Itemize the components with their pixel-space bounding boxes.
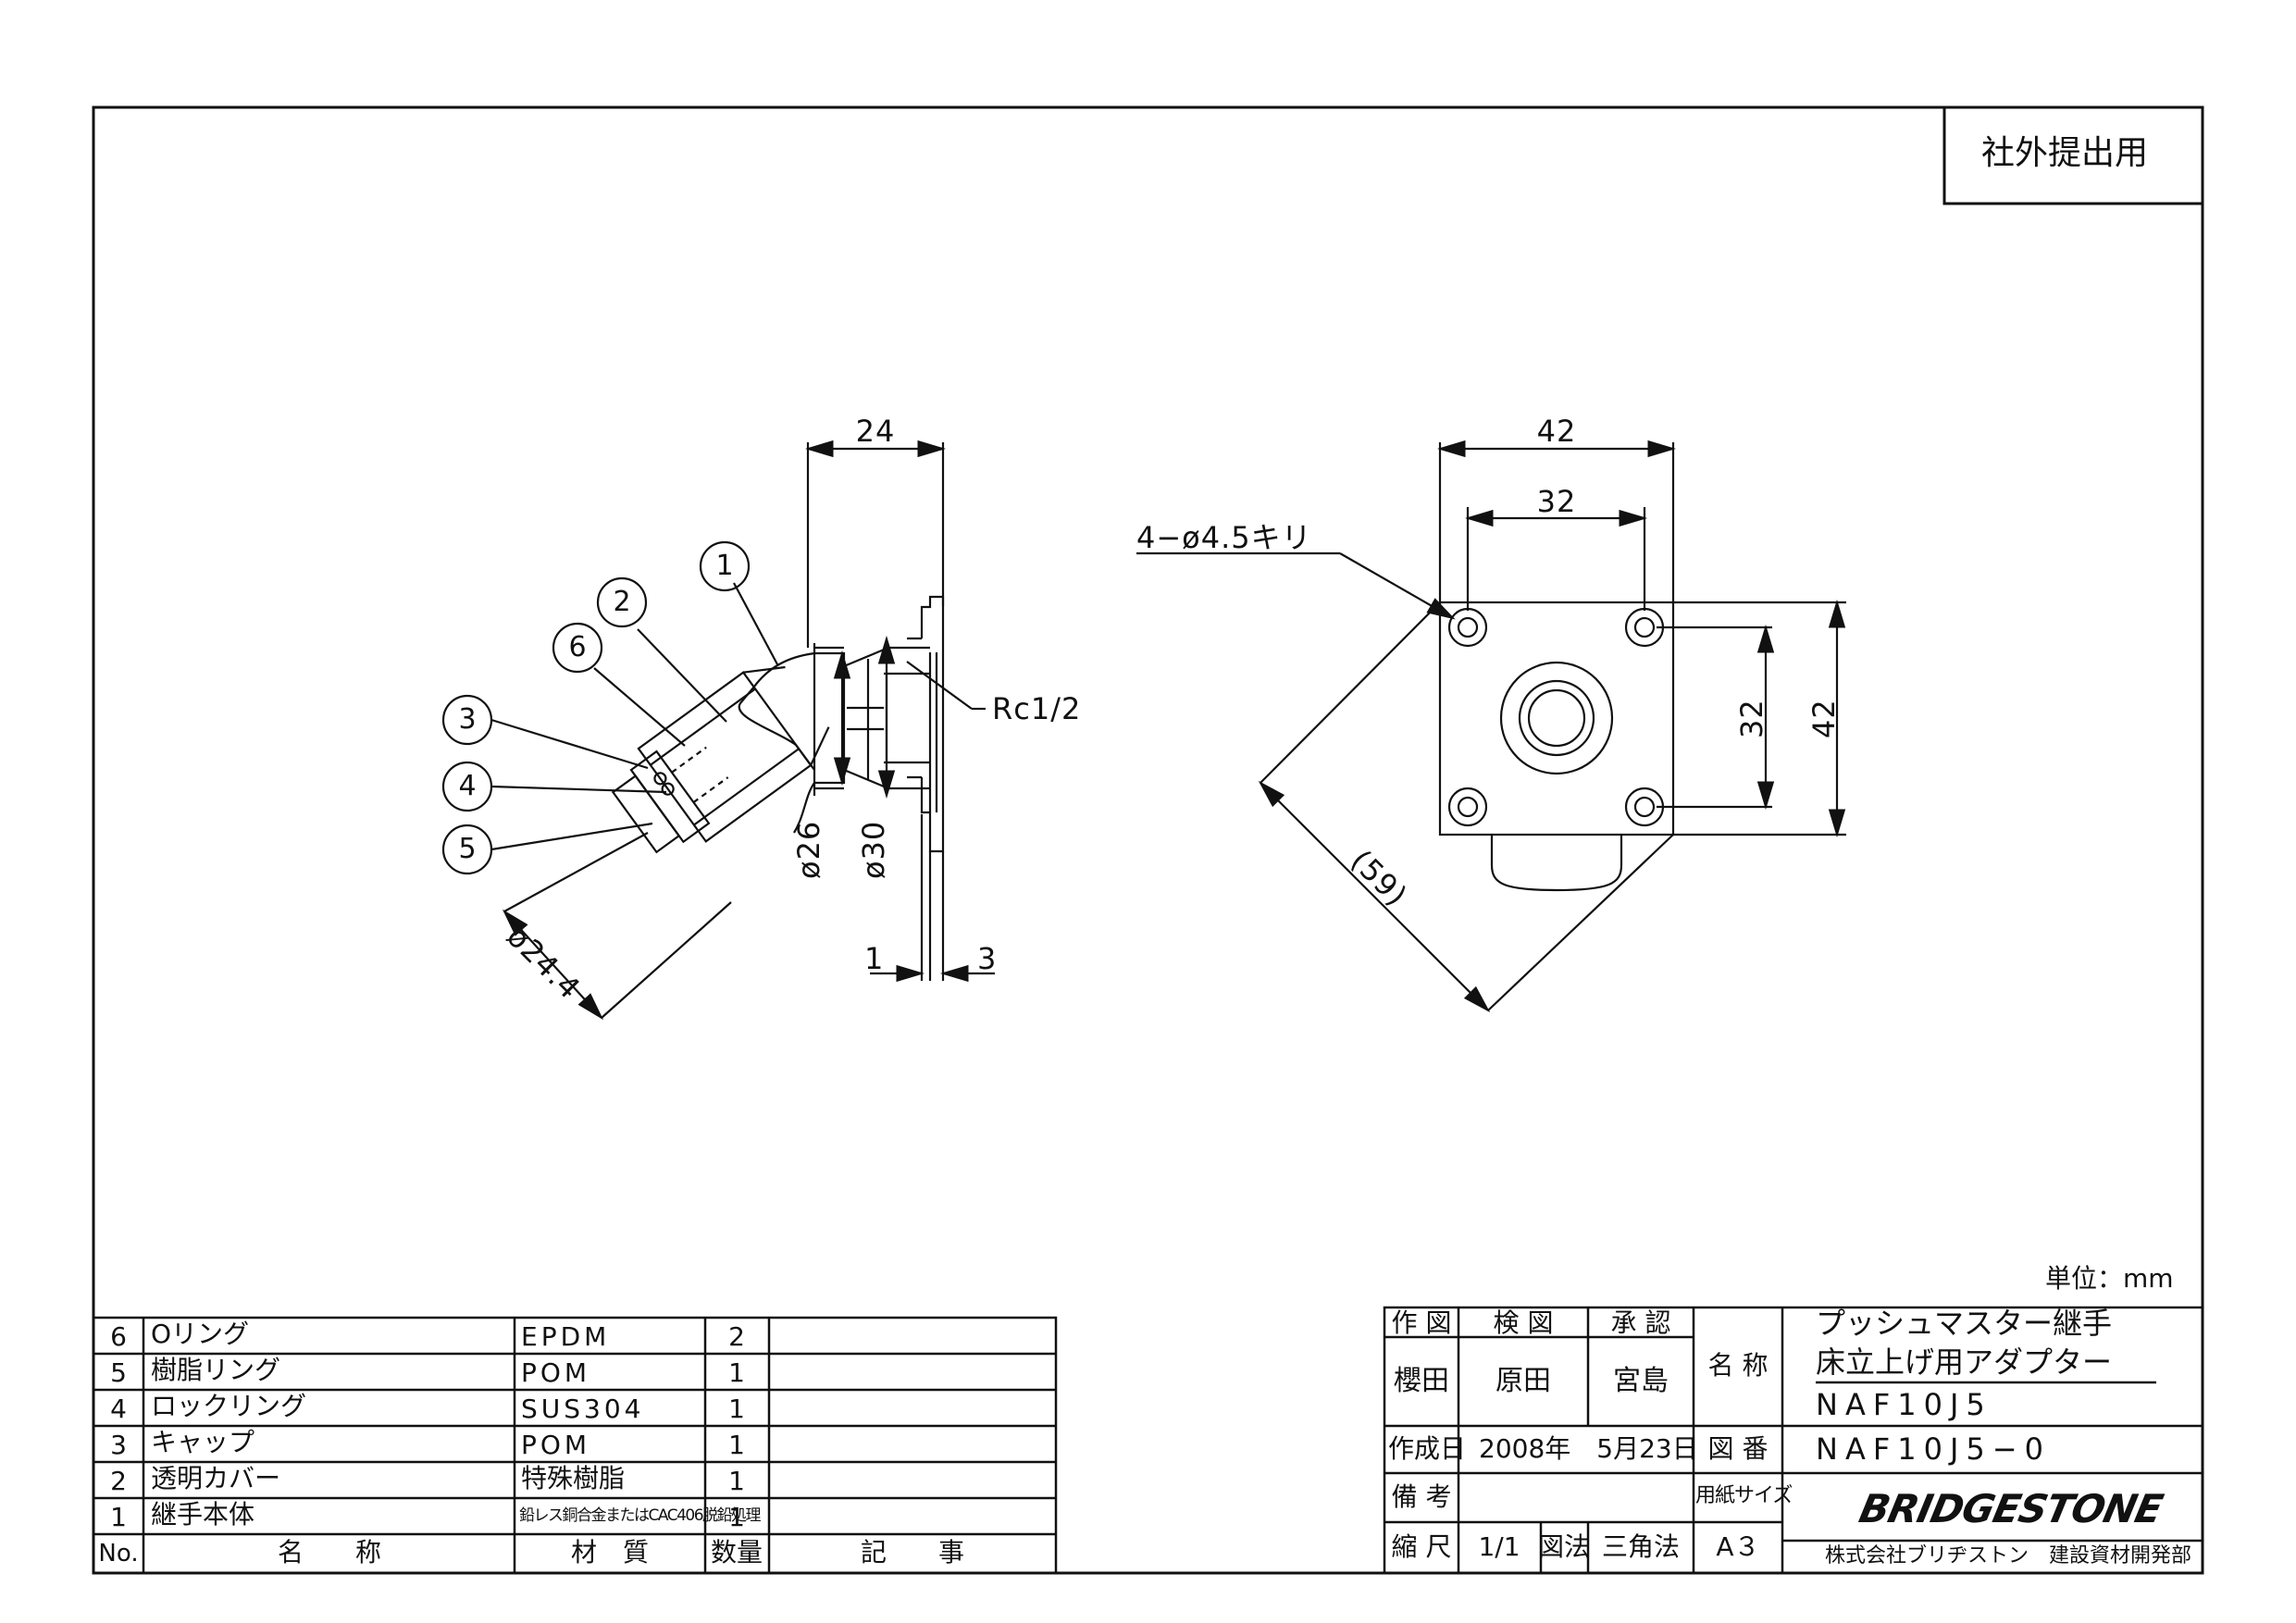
front-view bbox=[1136, 440, 1846, 1013]
date-value: 2008年 5月23日 bbox=[1479, 1433, 1698, 1464]
table-header-no: No. bbox=[98, 1540, 139, 1567]
table-row-material: 鉛レス銅合金またはCAC406脱鉛処理 bbox=[519, 1506, 762, 1525]
side-view bbox=[441, 440, 995, 1021]
company-name: 株式会社ブリヂストン 建設資材開発部 bbox=[1825, 1544, 2192, 1567]
product-code: NAF10J5 bbox=[1816, 1387, 1992, 1422]
stamp-box bbox=[1942, 105, 2204, 205]
table-row-qty: 1 bbox=[728, 1502, 745, 1532]
balloon-4: 4 bbox=[458, 770, 477, 802]
table-row-name: 透明カバー bbox=[151, 1463, 281, 1493]
table-header-note: 記 事 bbox=[860, 1537, 965, 1567]
table-row-qty: 1 bbox=[728, 1466, 745, 1496]
made-label: 作 図 bbox=[1391, 1307, 1452, 1338]
table-row-name: 継手本体 bbox=[151, 1499, 255, 1530]
table-row-no: 2 bbox=[110, 1466, 127, 1496]
paper-label: 用紙サイズ bbox=[1695, 1484, 1793, 1507]
table-row-qty: 2 bbox=[728, 1321, 745, 1352]
dim-32-top: 32 bbox=[1536, 484, 1577, 519]
scale-label: 縮 尺 bbox=[1391, 1531, 1452, 1562]
unit-label: 単位：mm bbox=[2045, 1263, 2174, 1294]
approved-by: 宮島 bbox=[1613, 1365, 1669, 1397]
name-label: 名 称 bbox=[1707, 1350, 1769, 1381]
dim-24: 24 bbox=[855, 414, 896, 449]
drawing-border bbox=[92, 105, 2204, 1575]
balloon-3: 3 bbox=[458, 703, 477, 736]
remarks-label: 備 考 bbox=[1391, 1481, 1452, 1512]
made-by: 櫻田 bbox=[1394, 1365, 1449, 1397]
table-row-no: 6 bbox=[110, 1321, 127, 1352]
dim-rc1-2: Rc1/2 bbox=[992, 691, 1082, 726]
product-line1: プッシュマスター継手 bbox=[1816, 1306, 2113, 1341]
dim-1: 1 bbox=[864, 941, 885, 976]
table-row-material: 特殊樹脂 bbox=[521, 1463, 626, 1493]
dim-32-right: 32 bbox=[1734, 699, 1769, 738]
balloon-2: 2 bbox=[613, 586, 631, 618]
table-header-material: 材 質 bbox=[570, 1537, 650, 1567]
brand-logo: BRIDGESTONE bbox=[1855, 1486, 2166, 1531]
paper-value: A３ bbox=[1716, 1531, 1760, 1562]
drawing-no-label: 図 番 bbox=[1707, 1433, 1769, 1464]
projection-label: 図法 bbox=[1537, 1531, 1591, 1562]
balloon-1: 1 bbox=[715, 550, 734, 582]
table-row-qty: 1 bbox=[728, 1430, 745, 1460]
product-line2: 床立上げ用アダプター bbox=[1816, 1344, 2113, 1380]
table-row-material: POM bbox=[521, 1357, 591, 1388]
dim-42-right: 42 bbox=[1806, 699, 1842, 738]
stamp-label: 社外提出用 bbox=[1981, 134, 2149, 172]
dim-d26: ø26 bbox=[791, 820, 826, 879]
table-row-name: Oリング bbox=[151, 1319, 250, 1349]
dim-3: 3 bbox=[977, 941, 998, 976]
table-row-no: 5 bbox=[110, 1357, 127, 1388]
balloon-6: 6 bbox=[568, 631, 587, 663]
table-row-no: 4 bbox=[110, 1394, 127, 1424]
table-header-qty: 数量 bbox=[710, 1537, 763, 1567]
hole-note: 4−ø4.5キリ bbox=[1136, 520, 1312, 555]
table-row-no: 1 bbox=[110, 1502, 127, 1532]
date-label: 作成日 bbox=[1388, 1433, 1467, 1464]
table-row-name: 樹脂リング bbox=[151, 1355, 281, 1385]
table-row-name: ロックリング bbox=[151, 1391, 307, 1421]
approved-label: 承 認 bbox=[1610, 1307, 1671, 1338]
dim-42-top: 42 bbox=[1536, 414, 1577, 449]
table-row-material: POM bbox=[521, 1430, 591, 1460]
balloon-5: 5 bbox=[458, 833, 477, 865]
table-row-material: SUS304 bbox=[521, 1394, 645, 1424]
dim-d30: ø30 bbox=[856, 820, 891, 879]
table-header-name: 名 称 bbox=[277, 1537, 382, 1567]
parts-table-lines bbox=[92, 1316, 1058, 1575]
title-block-lines bbox=[1383, 1306, 2204, 1575]
table-row-qty: 1 bbox=[728, 1394, 745, 1424]
table-row-name: キャップ bbox=[151, 1427, 255, 1457]
checked-by: 原田 bbox=[1496, 1365, 1551, 1397]
checked-label: 検 図 bbox=[1493, 1307, 1554, 1338]
scale-value: 1/1 bbox=[1478, 1531, 1520, 1562]
drawing-no: NAF10J5−0 bbox=[1816, 1431, 2051, 1467]
table-row-no: 3 bbox=[110, 1430, 127, 1460]
projection-value: 三角法 bbox=[1601, 1531, 1681, 1562]
table-row-material: EPDM bbox=[521, 1321, 611, 1352]
table-row-qty: 1 bbox=[728, 1357, 745, 1388]
